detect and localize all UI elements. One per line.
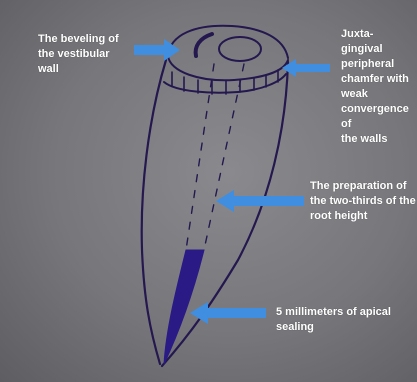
- label-preparation: The preparation of the two-thirds of the…: [310, 179, 416, 224]
- label-sealing: 5 millimeters of apical sealing: [276, 305, 417, 335]
- label-beveling: The beveling of the vestibular wall: [38, 32, 119, 77]
- label-chamfer: Juxta- gingival peripheral chamfer with …: [341, 27, 417, 147]
